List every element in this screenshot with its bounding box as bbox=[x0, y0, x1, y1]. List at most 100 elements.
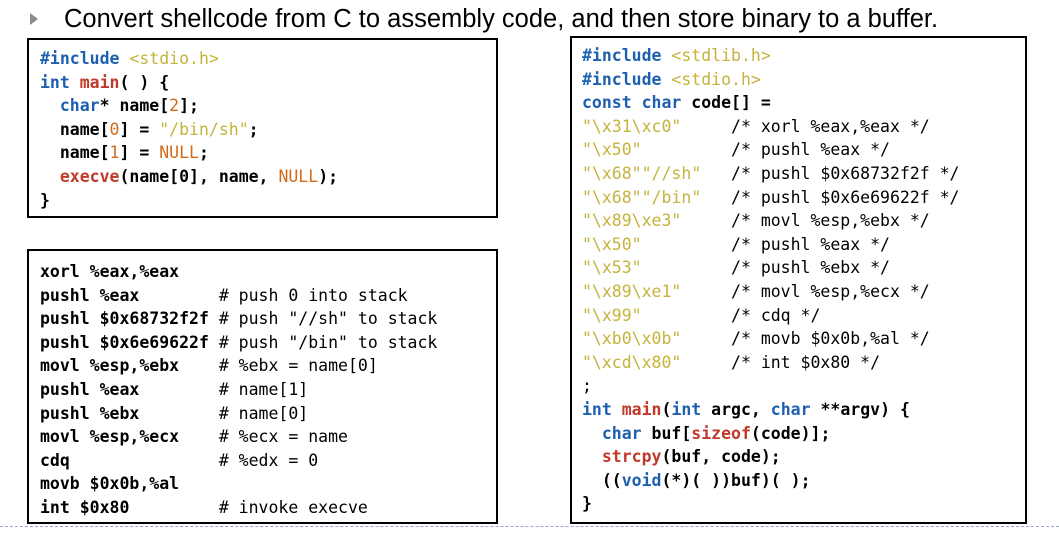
asm-comment: # push "/bin" to stack bbox=[218, 332, 438, 352]
shellcode-byte-line: "\x53" /* pushl %ebx */ bbox=[582, 258, 890, 277]
asm-comment: # invoke execve bbox=[218, 497, 368, 517]
asm-instruction: pushl %eax bbox=[40, 285, 219, 305]
code-text: argc, bbox=[701, 399, 771, 419]
code-text: ]; bbox=[179, 96, 199, 116]
code-text: (*)( ))buf)( ); bbox=[661, 470, 811, 490]
code-text: ( bbox=[661, 399, 672, 419]
asm-line: xorl %eax,%eax bbox=[40, 262, 179, 281]
function-name: main bbox=[621, 399, 662, 419]
shell-line-call: ((void(*)( ))buf)( ); bbox=[582, 471, 811, 490]
shellcode-comment: /* movl %esp,%ecx */ bbox=[731, 281, 930, 301]
asm-instruction: pushl %eax bbox=[40, 379, 219, 399]
assembly-code: xorl %eax,%eax pushl %eax # push 0 into … bbox=[40, 260, 496, 520]
code-text: * name[ bbox=[99, 96, 170, 116]
keyword: char bbox=[770, 399, 811, 419]
function-name: main bbox=[79, 72, 120, 92]
keyword: int bbox=[40, 72, 70, 92]
c-line-6: execve(name[0], name, NULL); bbox=[40, 167, 338, 186]
shellcode-comment: /* pushl $0x6e69622f */ bbox=[731, 187, 960, 207]
null-literal: NULL bbox=[278, 166, 319, 186]
shellcode-string: "\x50" bbox=[582, 140, 732, 160]
indent bbox=[582, 447, 602, 466]
asm-comment: # name[0] bbox=[218, 403, 309, 423]
indent bbox=[40, 96, 60, 115]
c-line-3: char* name[2]; bbox=[40, 96, 199, 115]
shellcode-comment: /* movb $0x0b,%al */ bbox=[731, 329, 930, 349]
asm-comment: # %ebx = name[0] bbox=[218, 356, 378, 376]
asm-line: movl %esp,%ecx # %ecx = name bbox=[40, 427, 348, 446]
c-line-1: #include <stdio.h> bbox=[40, 49, 219, 68]
shellcode-box: #include <stdlib.h> #include <stdio.h> c… bbox=[570, 36, 1027, 524]
c-line-5: name[1] = NULL; bbox=[40, 143, 209, 162]
shellcode-comment: /* pushl $0x68732f2f */ bbox=[731, 163, 960, 183]
asm-instruction: movl %esp,%ecx bbox=[40, 427, 219, 447]
code-text: name[ bbox=[40, 119, 110, 139]
null-literal: NULL bbox=[159, 143, 199, 163]
asm-comment: # push "//sh" to stack bbox=[218, 309, 438, 329]
shell-line-strcpy: strcpy(buf, code); bbox=[582, 447, 781, 466]
shellcode-comment: /* pushl %eax */ bbox=[731, 234, 890, 254]
shell-line-decl: const char code[] = bbox=[582, 93, 771, 112]
shellcode-comment: /* cdq */ bbox=[731, 305, 821, 325]
code-text: ( ) { bbox=[119, 72, 170, 92]
asm-line: pushl $0x6e69622f # push "/bin" to stack bbox=[40, 333, 437, 352]
code-text: **argv) { bbox=[810, 399, 910, 419]
code-text: (code)]; bbox=[750, 423, 831, 443]
number-literal: 0 bbox=[109, 119, 120, 139]
function-name: sizeof bbox=[691, 423, 751, 443]
asm-instruction: xorl %eax,%eax bbox=[40, 262, 180, 281]
code-text: name[ bbox=[40, 143, 110, 163]
asm-instruction: movb $0x0b,%al bbox=[40, 474, 180, 494]
include-directive: #include bbox=[582, 46, 662, 65]
asm-line: cdq # %edx = 0 bbox=[40, 451, 318, 470]
header-name: <stdio.h> bbox=[119, 49, 219, 68]
asm-instruction: pushl $0x6e69622f bbox=[40, 332, 219, 352]
shell-line-buf: char buf[sizeof(code)]; bbox=[582, 423, 831, 443]
number-literal: 1 bbox=[109, 143, 120, 163]
shellcode-string: "\x89\xe3" bbox=[582, 211, 732, 231]
code-text: (buf, code); bbox=[661, 447, 781, 467]
indent bbox=[582, 424, 602, 443]
shellcode-string: "\x31\xc0" bbox=[582, 116, 732, 136]
asm-line: movb $0x0b,%al bbox=[40, 474, 179, 493]
keyword: void bbox=[621, 470, 662, 490]
asm-line: pushl $0x68732f2f # push "//sh" to stack bbox=[40, 309, 437, 328]
asm-instruction: pushl %ebx bbox=[40, 403, 219, 423]
code-text: ; bbox=[198, 143, 209, 163]
header-name: <stdlib.h> bbox=[661, 46, 771, 65]
shellcode-byte-line: "\x50" /* pushl %eax */ bbox=[582, 140, 890, 159]
code-text: ); bbox=[318, 166, 339, 186]
c-source-box: #include <stdio.h> int main( ) { char* n… bbox=[27, 38, 498, 218]
code-text: code[] = bbox=[681, 93, 771, 113]
asm-line: pushl %ebx # name[0] bbox=[40, 404, 308, 423]
shellcode-byte-line: "\xb0\x0b" /* movb $0x0b,%al */ bbox=[582, 329, 930, 348]
c-line-7: } bbox=[40, 190, 50, 210]
c-source-code: #include <stdio.h> int main( ) { char* n… bbox=[40, 47, 496, 212]
shellcode-string: "\x53" bbox=[582, 258, 732, 278]
string-literal: "/bin/sh" bbox=[159, 119, 249, 139]
asm-line: movl %esp,%ebx # %ebx = name[0] bbox=[40, 356, 378, 375]
keyword: char bbox=[601, 423, 642, 443]
code-text: (name[0], name, bbox=[119, 166, 279, 186]
shellcode-string: "\xcd\x80" bbox=[582, 352, 732, 372]
number-literal: 2 bbox=[169, 96, 180, 116]
code-text: buf[ bbox=[641, 423, 692, 443]
code-text: ] = bbox=[119, 143, 160, 163]
shell-line-close: } bbox=[582, 494, 592, 514]
footer-divider bbox=[0, 526, 1059, 527]
include-directive: #include bbox=[40, 49, 120, 68]
asm-instruction: int $0x80 bbox=[40, 497, 219, 517]
shellcode-string: "\x99" bbox=[582, 305, 732, 325]
shellcode-string: "\x68""//sh" bbox=[582, 163, 732, 183]
shellcode-bytes: "\x31\xc0" /* xorl %eax,%eax */ "\x50" /… bbox=[582, 117, 960, 372]
asm-instruction: cdq bbox=[40, 450, 219, 470]
asm-line: pushl %eax # push 0 into stack bbox=[40, 286, 408, 305]
asm-line: int $0x80 # invoke execve bbox=[40, 498, 368, 517]
shellcode-byte-line: "\x99" /* cdq */ bbox=[582, 306, 820, 325]
assembly-box: xorl %eax,%eax pushl %eax # push 0 into … bbox=[27, 249, 498, 524]
asm-comment: # %edx = 0 bbox=[218, 450, 319, 470]
asm-line: pushl %eax # name[1] bbox=[40, 380, 308, 399]
code-text bbox=[70, 73, 80, 92]
keyword: const char bbox=[582, 93, 682, 113]
code-text: (( bbox=[582, 470, 622, 490]
